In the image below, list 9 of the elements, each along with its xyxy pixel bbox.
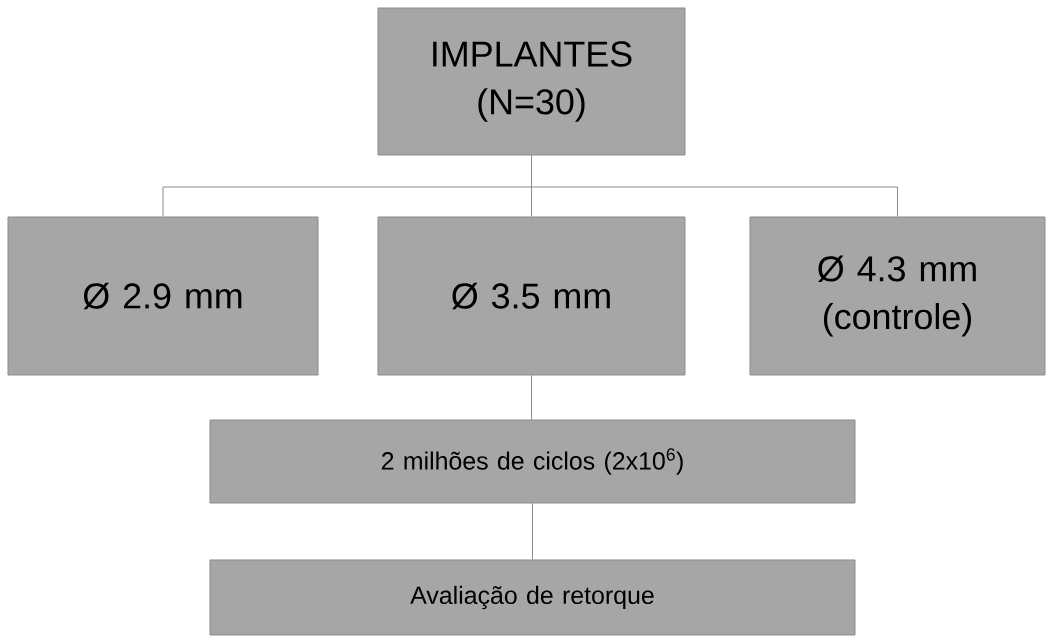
connector-line bbox=[531, 155, 898, 217]
process-box: Ø 4.3 mm (controle) bbox=[749, 216, 1046, 376]
connector-line bbox=[531, 375, 532, 420]
process-box: IMPLANTES (N=30) bbox=[377, 7, 686, 156]
process-box: Ø 2.9 mm bbox=[7, 216, 319, 376]
process-box: 2 milhões de ciclos (2x10$^{6}$) bbox=[209, 419, 856, 504]
process-box: Avaliação de retorque bbox=[209, 559, 856, 636]
connector-line bbox=[532, 503, 533, 560]
process-box: Ø 3.5 mm bbox=[377, 216, 686, 376]
